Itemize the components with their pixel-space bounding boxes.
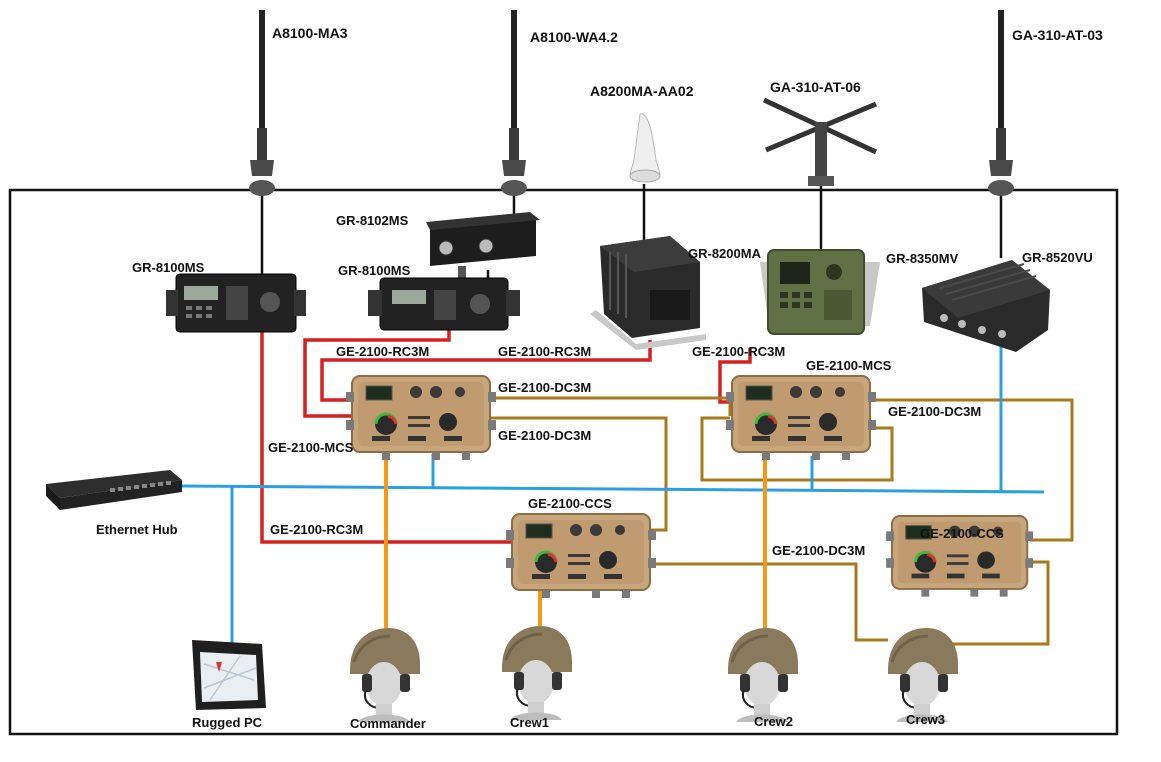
label-rc3m-b: GE-2100-RC3M [498, 344, 591, 359]
label-gr8350mv: GR-8350MV [886, 251, 959, 266]
label-dc3m-b: GE-2100-DC3M [498, 428, 591, 443]
antenna-a8200ma-aa02 [629, 113, 661, 183]
label-gr8102ms: GR-8102MS [336, 213, 409, 228]
label-a8100-ma3: A8100-MA3 [272, 25, 348, 41]
ethernet-hub [46, 470, 182, 510]
label-gr8100ms-mid: GR-8100MS [338, 263, 411, 278]
label-rc3m-c: GE-2100-RC3M [692, 344, 785, 359]
label-gr8520vu: GR-8520VU [1022, 250, 1093, 265]
ethernet-cables [179, 346, 1045, 648]
label-gr8200ma: GR-8200MA [688, 246, 762, 261]
radio-gr8200ma [590, 236, 706, 350]
antenna-a8100-wa42 [501, 10, 527, 196]
radio-gr8350mv [760, 249, 880, 335]
system-boundary [8, 188, 1119, 736]
label-dc3m-a: GE-2100-DC3M [498, 380, 591, 395]
label-ga310-at06: GA-310-AT-06 [770, 79, 861, 95]
antenna-ga310-at03 [988, 10, 1014, 196]
intercom-mcs-right [724, 374, 878, 462]
label-a8200ma-aa02: A8200MA-AA02 [590, 83, 694, 99]
label-crew1: Crew1 [510, 715, 549, 730]
label-crew3: Crew3 [906, 712, 945, 727]
label-rc3m-a: GE-2100-RC3M [336, 344, 429, 359]
helmet-crew3 [886, 626, 960, 724]
label-rc3m-d: GE-2100-RC3M [270, 522, 363, 537]
radio-gr8100ms-left [166, 273, 306, 333]
intercom-ccs-mid [504, 512, 658, 600]
audio-cables [384, 454, 767, 628]
label-dc3m-c: GE-2100-DC3M [888, 404, 981, 419]
helmet-crew1 [500, 624, 574, 722]
label-ccs-mid: GE-2100-CCS [528, 496, 612, 511]
label-ga310-at03: GA-310-AT-03 [1012, 27, 1103, 43]
label-ethernet-hub: Ethernet Hub [96, 522, 178, 537]
intercom-mcs-left [344, 374, 498, 462]
label-mcs-left: GE-2100-MCS [268, 440, 354, 455]
antenna-ga310-at06 [762, 97, 878, 186]
helmet-commander [348, 626, 422, 724]
radio-gr8102ms [426, 212, 540, 278]
radio-gr8520vu [922, 260, 1050, 352]
label-a8100-wa42: A8100-WA4.2 [530, 29, 618, 45]
label-mcs-right: GE-2100-MCS [806, 358, 892, 373]
label-rugged-pc: Rugged PC [192, 715, 263, 730]
radio-gr8100ms-mid [368, 277, 520, 331]
label-dc3m-d: GE-2100-DC3M [772, 543, 865, 558]
rugged-pc [192, 640, 266, 710]
label-commander: Commander [350, 716, 426, 731]
label-gr8100ms-left: GR-8100MS [132, 260, 205, 275]
label-ccs-right: GE-2100-CCS [920, 526, 1004, 541]
helmet-crew2 [726, 626, 800, 724]
label-crew2: Crew2 [754, 714, 793, 729]
